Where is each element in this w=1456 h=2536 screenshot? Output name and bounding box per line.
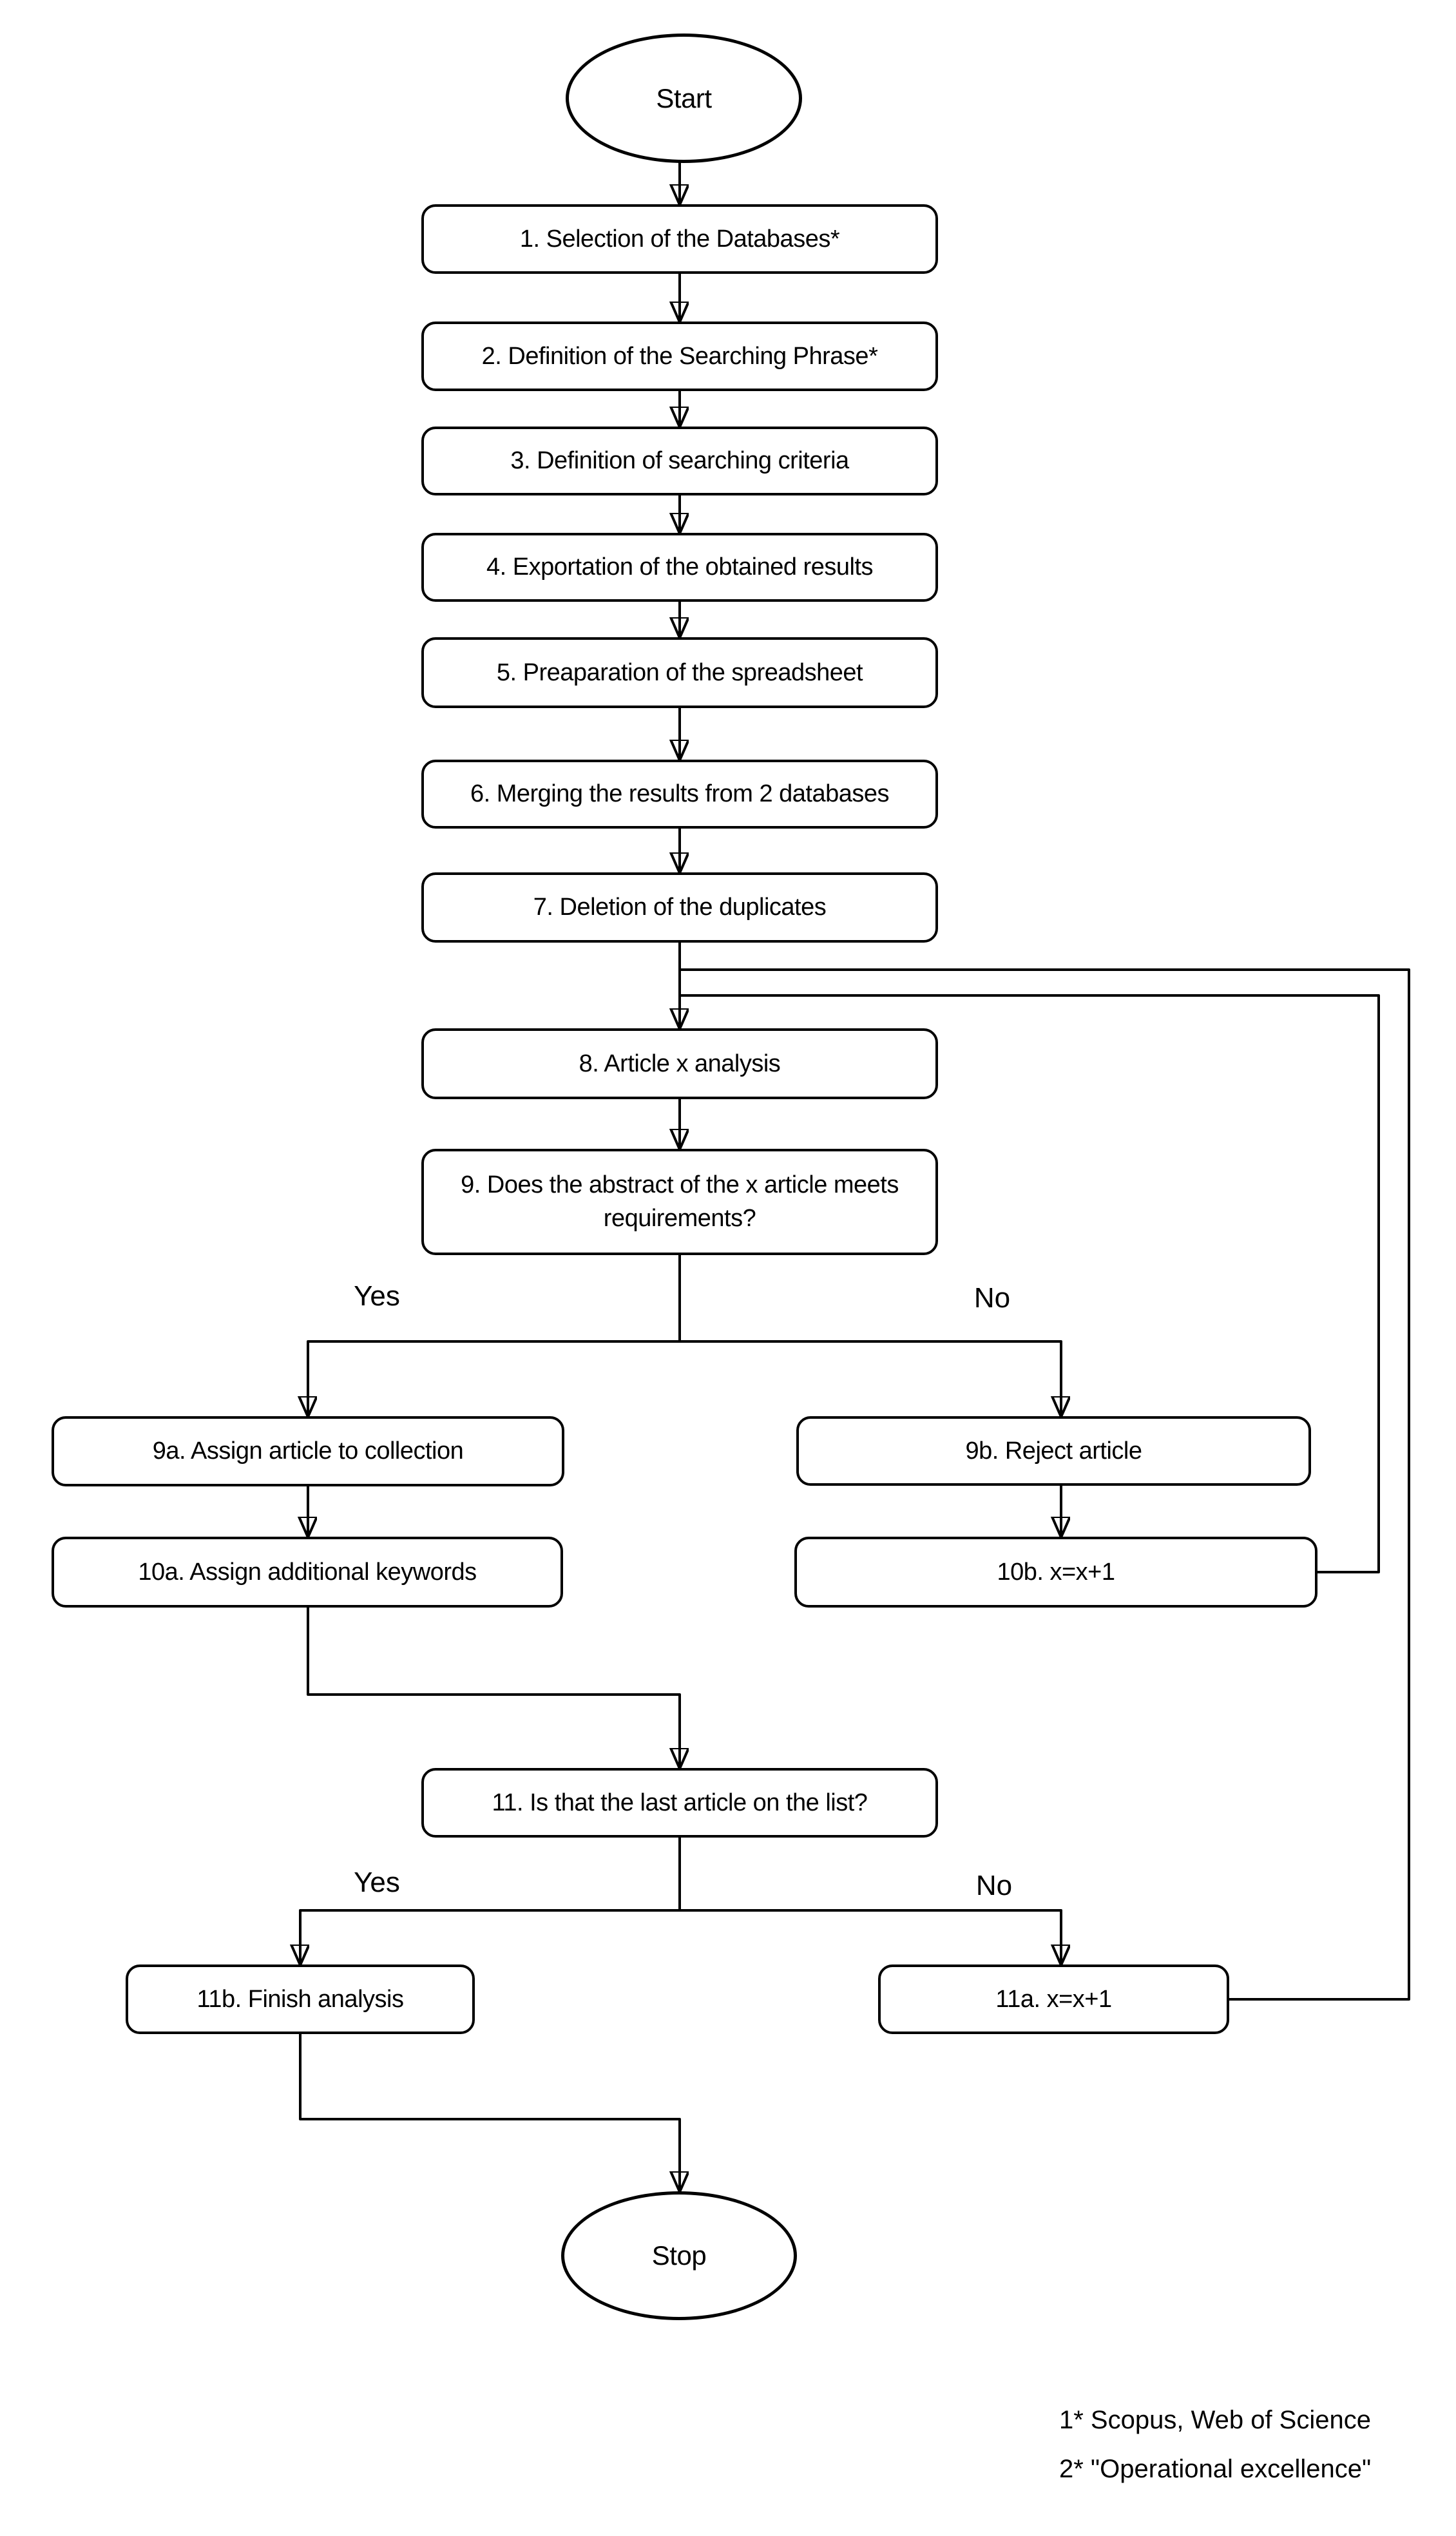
node-10b-increment-x: 10b. x=x+1	[794, 1537, 1317, 1608]
edge-10b-loop-return	[680, 994, 1380, 1573]
node-2-definition-of-searching-phrase: 2. Definition of the Searching Phrase*	[421, 322, 938, 391]
branch-label-no-last-article: No	[975, 1870, 1013, 1901]
node-2-label: 2. Definition of the Searching Phrase*	[481, 342, 878, 370]
node-11a-increment-x: 11a. x=x+1	[878, 1964, 1229, 2034]
node-11-label: 11. Is that the last article on the list…	[492, 1789, 868, 1816]
edge-10a-to-11	[307, 1608, 680, 1768]
edge-11-no-to-11a	[680, 1909, 1061, 1964]
footnotes: 1* Scopus, Web of Science 2* "Operationa…	[1059, 2396, 1420, 2493]
stop-node: Stop	[561, 2191, 797, 2320]
branch-label-yes-abstract: Yes	[354, 1280, 400, 1312]
node-6-merging-results: 6. Merging the results from 2 databases	[421, 760, 938, 829]
edge-9-yes-to-9a	[308, 1340, 680, 1416]
node-10b-label: 10b. x=x+1	[997, 1558, 1115, 1586]
footnote-databases: 1* Scopus, Web of Science	[1059, 2406, 1371, 2434]
node-9a-assign-article-to-collection: 9a. Assign article to collection	[52, 1416, 564, 1486]
edge-11-yes-to-11b	[300, 1909, 680, 1964]
node-8-label: 8. Article x analysis	[579, 1050, 781, 1077]
node-5-label: 5. Preaparation of the spreadsheet	[496, 658, 863, 686]
node-9-abstract-decision: 9. Does the abstract of the x article me…	[421, 1149, 938, 1255]
start-node: Start	[566, 34, 802, 163]
node-6-label: 6. Merging the results from 2 databases	[470, 780, 890, 808]
node-9b-label: 9b. Reject article	[965, 1437, 1142, 1465]
node-7-deletion-of-duplicates: 7. Deletion of the duplicates	[421, 872, 938, 943]
edge-11a-loop-return	[680, 968, 1410, 2001]
node-3-label: 3. Definition of searching criteria	[510, 447, 849, 475]
node-9a-label: 9a. Assign article to collection	[152, 1437, 464, 1465]
edge-11b-to-stop	[299, 2034, 680, 2191]
node-9-label: 9. Does the abstract of the x article me…	[461, 1171, 899, 1232]
start-node-label: Start	[656, 82, 712, 113]
node-7-label: 7. Deletion of the duplicates	[533, 894, 827, 921]
node-11b-finish-analysis: 11b. Finish analysis	[126, 1964, 475, 2034]
node-10a-label: 10a. Assign additional keywords	[138, 1558, 477, 1586]
node-11a-label: 11a. x=x+1	[995, 1985, 1112, 2013]
node-8-article-x-analysis: 8. Article x analysis	[421, 1028, 938, 1099]
node-1-selection-of-databases: 1. Selection of the Databases*	[421, 204, 938, 274]
stop-node-label: Stop	[651, 2240, 707, 2271]
node-3-definition-of-searching-criteria: 3. Definition of searching criteria	[421, 427, 938, 495]
node-1-label: 1. Selection of the Databases*	[519, 225, 840, 253]
branch-label-yes-last-article: Yes	[354, 1867, 400, 1898]
node-5-preparation-of-spreadsheet: 5. Preaparation of the spreadsheet	[421, 637, 938, 708]
edge-9-no-to-9b	[680, 1340, 1061, 1416]
node-4-exportation-of-results: 4. Exportation of the obtained results	[421, 533, 938, 602]
node-10a-assign-additional-keywords: 10a. Assign additional keywords	[52, 1537, 563, 1608]
node-9b-reject-article: 9b. Reject article	[796, 1416, 1311, 1486]
node-11b-label: 11b. Finish analysis	[196, 1985, 404, 2013]
footnote-search-phrase: 2* "Operational excellence"	[1059, 2455, 1372, 2483]
branch-label-no-abstract: No	[973, 1282, 1011, 1314]
node-11-last-article-decision: 11. Is that the last article on the list…	[421, 1768, 938, 1838]
node-4-label: 4. Exportation of the obtained results	[486, 553, 873, 581]
